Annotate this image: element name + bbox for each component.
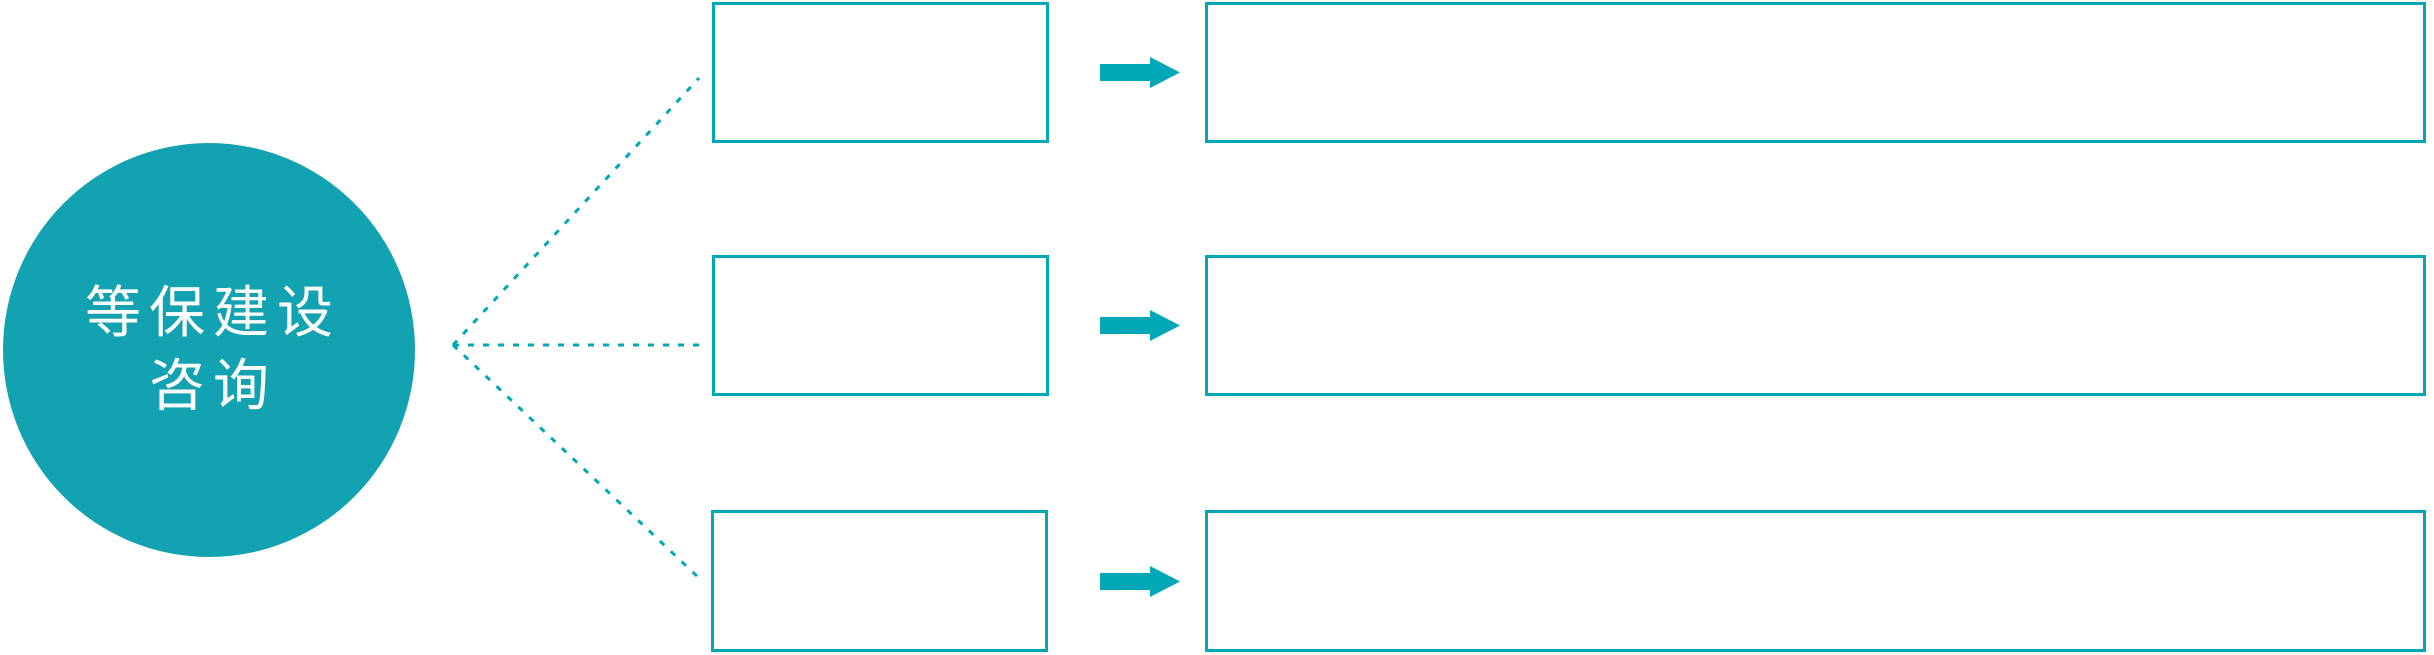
branch-box-1 [712,2,1049,143]
branch-box-2 [712,255,1049,396]
root-node-label-line2: 咨询 [149,354,277,419]
right-arrow-icon [1100,57,1180,88]
description-box-2 [1205,255,2426,396]
dotted-connector-bottom-icon [451,343,701,580]
description-box-1 [1205,2,2426,143]
right-arrow-icon [1100,310,1180,341]
right-arrow-icon [1100,566,1180,597]
root-node-circle: 等保建设 咨询 [3,143,415,557]
root-node-label-line1: 等保建设 [85,281,341,346]
branch-box-3 [711,510,1048,652]
dotted-connector-top-icon [451,76,701,347]
description-box-3 [1205,510,2426,652]
